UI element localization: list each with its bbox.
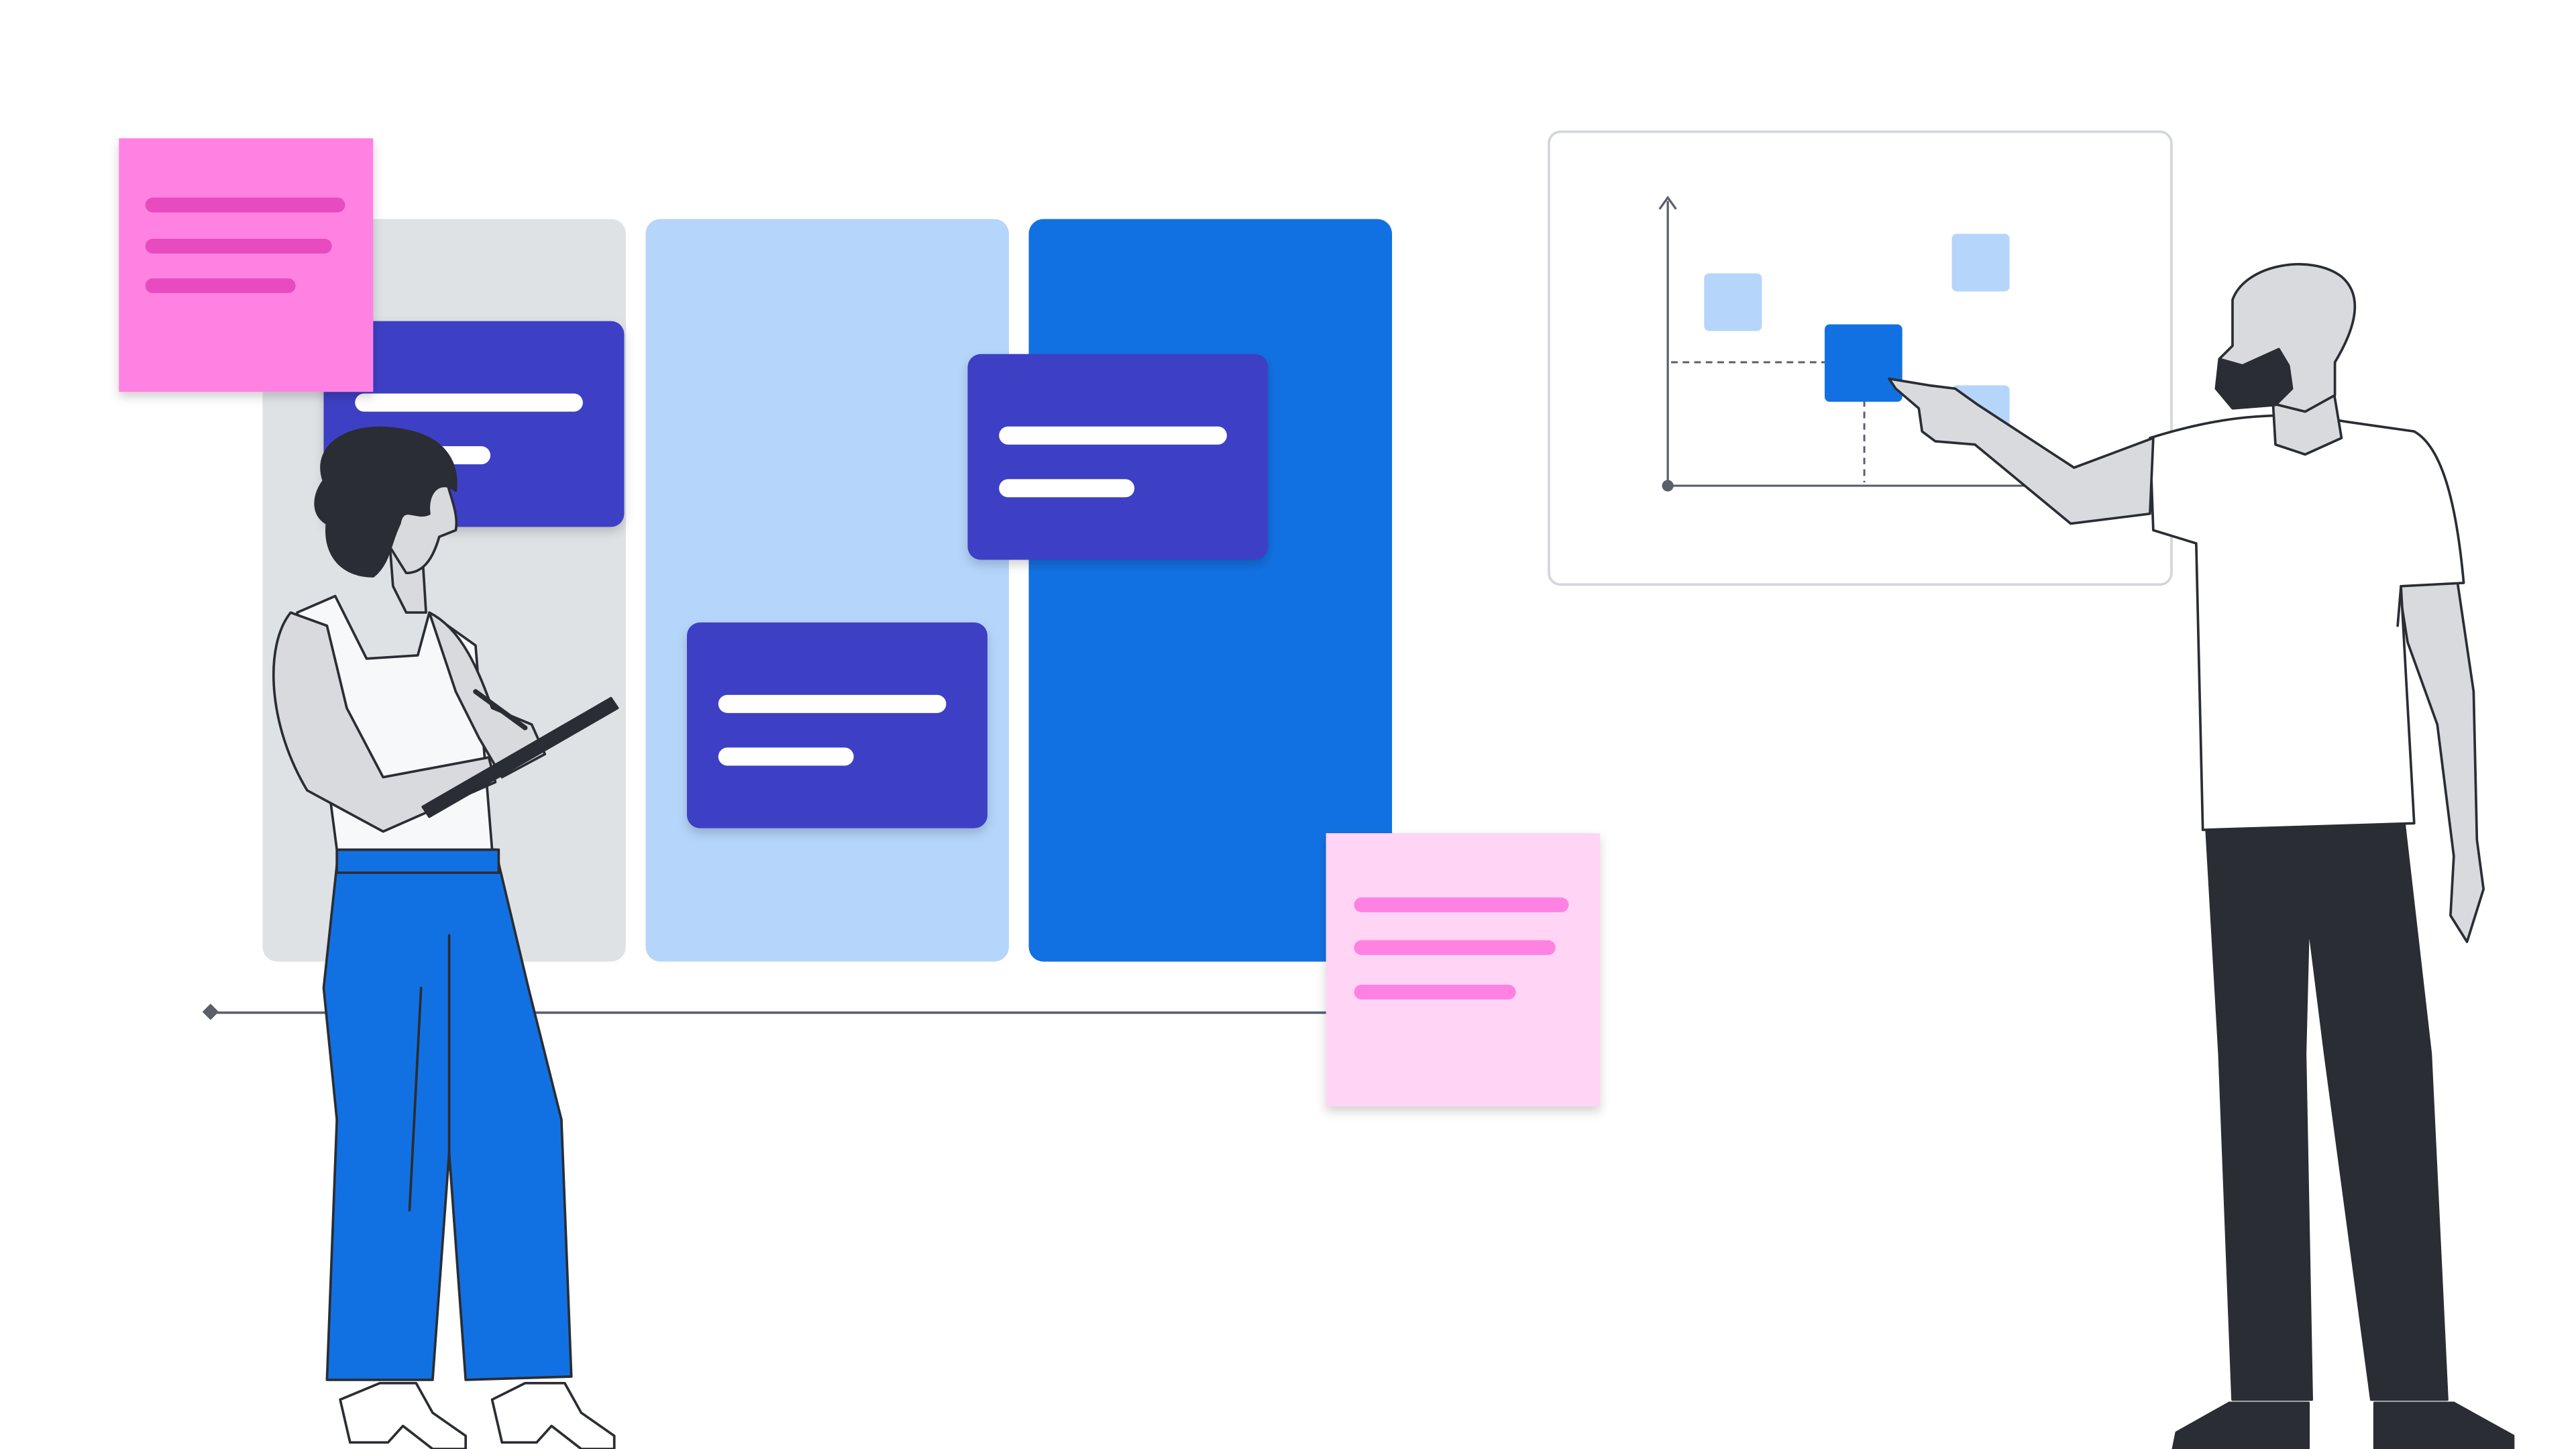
chart-axes: [1658, 195, 2081, 487]
chart-square: [1704, 273, 1762, 331]
card-text-line: [999, 426, 1227, 445]
card-text-line: [718, 747, 854, 766]
card-text-line: [999, 479, 1135, 498]
board-card-b: [687, 622, 987, 828]
board-column-doing: [645, 219, 1009, 962]
sticky-note-pink: [1326, 833, 1601, 1107]
shirt: [2149, 414, 2465, 831]
card-text-line: [718, 694, 947, 713]
shoe-left-dark: [2171, 1401, 2310, 1449]
arm-front: [428, 611, 547, 779]
chart-guide-lines: [1671, 361, 1866, 483]
trousers-dark: [2204, 822, 2449, 1401]
belt: [335, 848, 500, 874]
beard: [2214, 347, 2294, 410]
shoe-right-dark: [2373, 1401, 2515, 1449]
arm-back-right: [2396, 578, 2485, 943]
shoe-left: [339, 1381, 467, 1449]
shoe-right: [490, 1381, 616, 1449]
sticky-note-magenta: [119, 138, 374, 392]
stylus-icon: [473, 689, 528, 731]
person-right: [1888, 263, 2515, 1449]
card-text-line: [355, 393, 583, 412]
arm-pointing: [1888, 377, 2155, 525]
chart-square: [1951, 233, 2010, 292]
trousers: [322, 848, 573, 1381]
board-card-c: [967, 354, 1269, 560]
hair: [314, 426, 458, 578]
tablet-icon: [421, 696, 619, 818]
person-left: [272, 426, 619, 1449]
chart-square-highlighted: [1825, 324, 1902, 402]
